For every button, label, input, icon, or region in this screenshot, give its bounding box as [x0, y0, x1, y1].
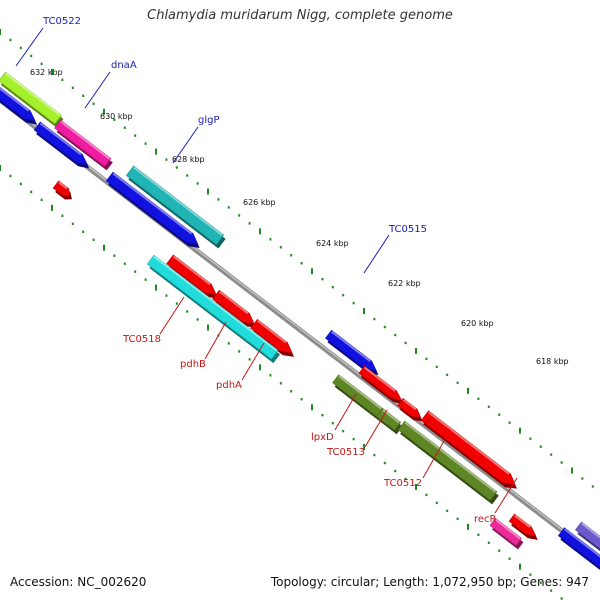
- gene-feature: [125, 165, 226, 249]
- gene-label[interactable]: TC0522: [42, 16, 81, 27]
- callout-line: [84, 71, 111, 109]
- gene-feature: [397, 420, 499, 505]
- gene-label[interactable]: recR: [474, 514, 497, 525]
- gene-feature: [212, 289, 257, 328]
- gene-feature: [557, 527, 600, 571]
- scale-label: 630 kbp: [100, 112, 133, 121]
- gene-feature: [146, 254, 281, 364]
- callout-line: [363, 234, 390, 274]
- map-title: Chlamydia muridarum Nigg, complete genom…: [147, 8, 453, 23]
- scale-label: 632 kbp: [30, 68, 63, 77]
- scale-label: 624 kbp: [316, 239, 349, 248]
- gene-label[interactable]: TC0512: [383, 478, 422, 489]
- scale-label: 622 kbp: [388, 279, 421, 288]
- gene-feature: [0, 87, 38, 125]
- callout-line: [204, 321, 227, 360]
- gene-feature: [166, 254, 219, 299]
- gene-label[interactable]: TC0513: [326, 447, 365, 458]
- callout-line: [494, 477, 518, 514]
- gene-label[interactable]: pdhB: [180, 359, 206, 370]
- callout-line: [334, 393, 357, 431]
- gene-feature: [52, 180, 72, 200]
- gene-label[interactable]: TC0515: [388, 224, 427, 235]
- genome-backbone: [0, 96, 600, 564]
- genome-summary-text: Topology: circular; Length: 1,072,950 bp…: [270, 575, 589, 589]
- scale-label: 628 kbp: [172, 155, 205, 164]
- gene-feature: [105, 171, 200, 248]
- backbone-line: [0, 96, 600, 564]
- gene-feature: [54, 119, 113, 171]
- callout-line: [172, 126, 199, 164]
- scale-label: 620 kbp: [461, 319, 494, 328]
- callout-line: [364, 409, 388, 448]
- scale-labels: 632 kbp 630 kbp 628 kbp 626 kbp 624 kbp 622 k…: [30, 68, 569, 366]
- gene-feature: [325, 329, 379, 376]
- callout-line: [241, 342, 265, 381]
- gene-feature: [575, 521, 600, 552]
- gene-feature: [0, 71, 64, 128]
- gene-feature: [420, 410, 517, 489]
- gene-label[interactable]: dnaA: [111, 60, 137, 71]
- callout-line: [422, 440, 445, 479]
- accession-text: Accession: NC_002620: [10, 575, 147, 589]
- gene-label[interactable]: lpxD: [311, 432, 334, 443]
- tick-marks: [0, 29, 594, 600]
- scale-label: 626 kbp: [243, 198, 276, 207]
- callout-line: [15, 27, 44, 67]
- gene-label[interactable]: TC0518: [122, 334, 161, 345]
- gene-feature: [489, 517, 524, 550]
- gene-label[interactable]: glgP: [198, 115, 220, 126]
- gene-label[interactable]: pdhA: [216, 380, 242, 391]
- gene-feature: [397, 397, 423, 422]
- gene-feature: [332, 374, 385, 421]
- callout-line: [159, 296, 185, 335]
- gene-feature: [376, 408, 403, 435]
- gene-feature: [358, 365, 404, 405]
- gene-features: [0, 71, 600, 571]
- gene-feature: [250, 318, 295, 357]
- gene-feature: [508, 513, 538, 541]
- scale-label: 618 kbp: [536, 357, 569, 366]
- gene-feature: [33, 121, 90, 169]
- backbone-highlight: [0, 98, 600, 560]
